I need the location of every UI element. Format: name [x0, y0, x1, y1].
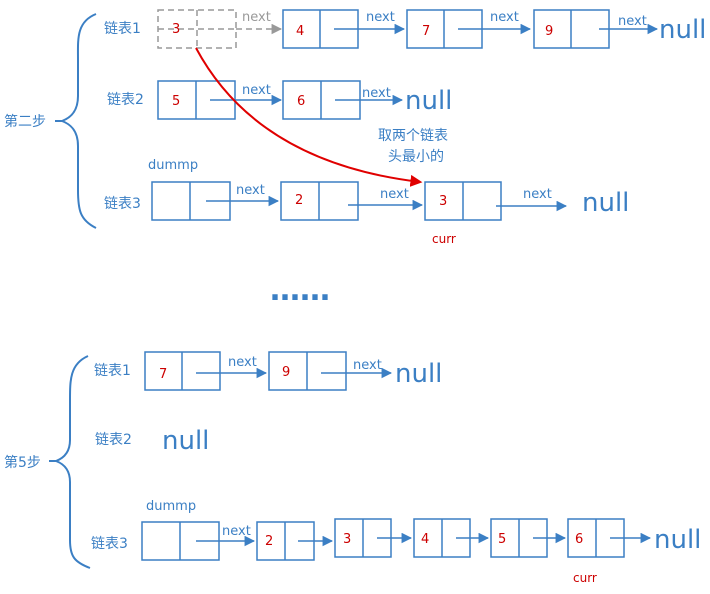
- next-label: next: [242, 83, 271, 98]
- next-label: next: [236, 183, 265, 198]
- step5-brace: [53, 355, 91, 569]
- node-value: 9: [545, 24, 553, 39]
- node-value: 5: [498, 532, 506, 547]
- removed-node-next-label: next: [242, 10, 271, 25]
- removed-node: 3: [157, 9, 237, 49]
- node-value: 2: [295, 193, 303, 208]
- step5-list3-label: 链表3: [91, 536, 128, 552]
- step2-list3-label: 链表3: [104, 196, 141, 212]
- curr-pointer-label: curr: [573, 571, 597, 585]
- step5-list2-label: 链表2: [95, 432, 132, 448]
- next-label: next: [523, 187, 552, 202]
- node-value: 3: [439, 194, 447, 209]
- next-label: next: [362, 86, 391, 101]
- list-node: 6: [282, 80, 361, 120]
- selection-note-line1: 取两个链表: [378, 128, 448, 144]
- step2-list1-label: 链表1: [104, 21, 141, 37]
- move-node-arrow: [195, 47, 423, 187]
- null-terminator: null: [659, 15, 706, 45]
- list-node: 2: [280, 181, 359, 221]
- node-value: 7: [422, 24, 430, 39]
- next-label: next: [228, 355, 257, 370]
- step2-label: 第二步: [4, 113, 46, 130]
- next-label: next: [380, 187, 409, 202]
- node-value: 5: [172, 94, 180, 109]
- removed-node-value: 3: [172, 22, 180, 37]
- node-value: 4: [296, 24, 304, 39]
- step5-label: 第5步: [4, 454, 41, 471]
- curr-pointer-label: curr: [432, 232, 456, 246]
- current-node: 3: [424, 181, 502, 221]
- node-value: 6: [575, 532, 583, 547]
- next-label: next: [618, 14, 647, 29]
- next-label: next: [366, 10, 395, 25]
- null-terminator: null: [405, 86, 452, 116]
- null-terminator: null: [654, 525, 701, 555]
- null-terminator: null: [395, 359, 442, 389]
- dummy-label: dummp: [148, 158, 198, 173]
- step2-brace: [59, 13, 97, 229]
- null-terminator: null: [582, 188, 629, 218]
- step2-group: 第二步 链表1 3 next 4 next 7 next 9: [4, 9, 706, 246]
- list2-empty-null: null: [162, 426, 209, 456]
- next-label: next: [490, 10, 519, 25]
- node-value: 4: [421, 532, 429, 547]
- node-value: 7: [159, 367, 167, 382]
- next-label: next: [222, 524, 251, 539]
- list-node: 9: [533, 9, 610, 49]
- ellipsis: ……: [270, 273, 330, 308]
- node-value: 9: [282, 365, 290, 380]
- list-node: 7: [144, 351, 221, 391]
- step5-group: 第5步 链表1 7 next 9 next null 链表2 null dumm…: [4, 351, 701, 585]
- list-node: 3: [334, 518, 392, 558]
- list-node: 9: [268, 351, 347, 391]
- step5-list1-label: 链表1: [94, 363, 131, 379]
- dummy-label: dummp: [146, 499, 196, 514]
- step2-list2-label: 链表2: [107, 92, 144, 108]
- node-value: 6: [297, 94, 305, 109]
- node-value: 2: [265, 534, 273, 549]
- selection-note-line2: 头最小的: [388, 149, 444, 165]
- node-value: 3: [343, 532, 351, 547]
- next-label: next: [353, 358, 382, 373]
